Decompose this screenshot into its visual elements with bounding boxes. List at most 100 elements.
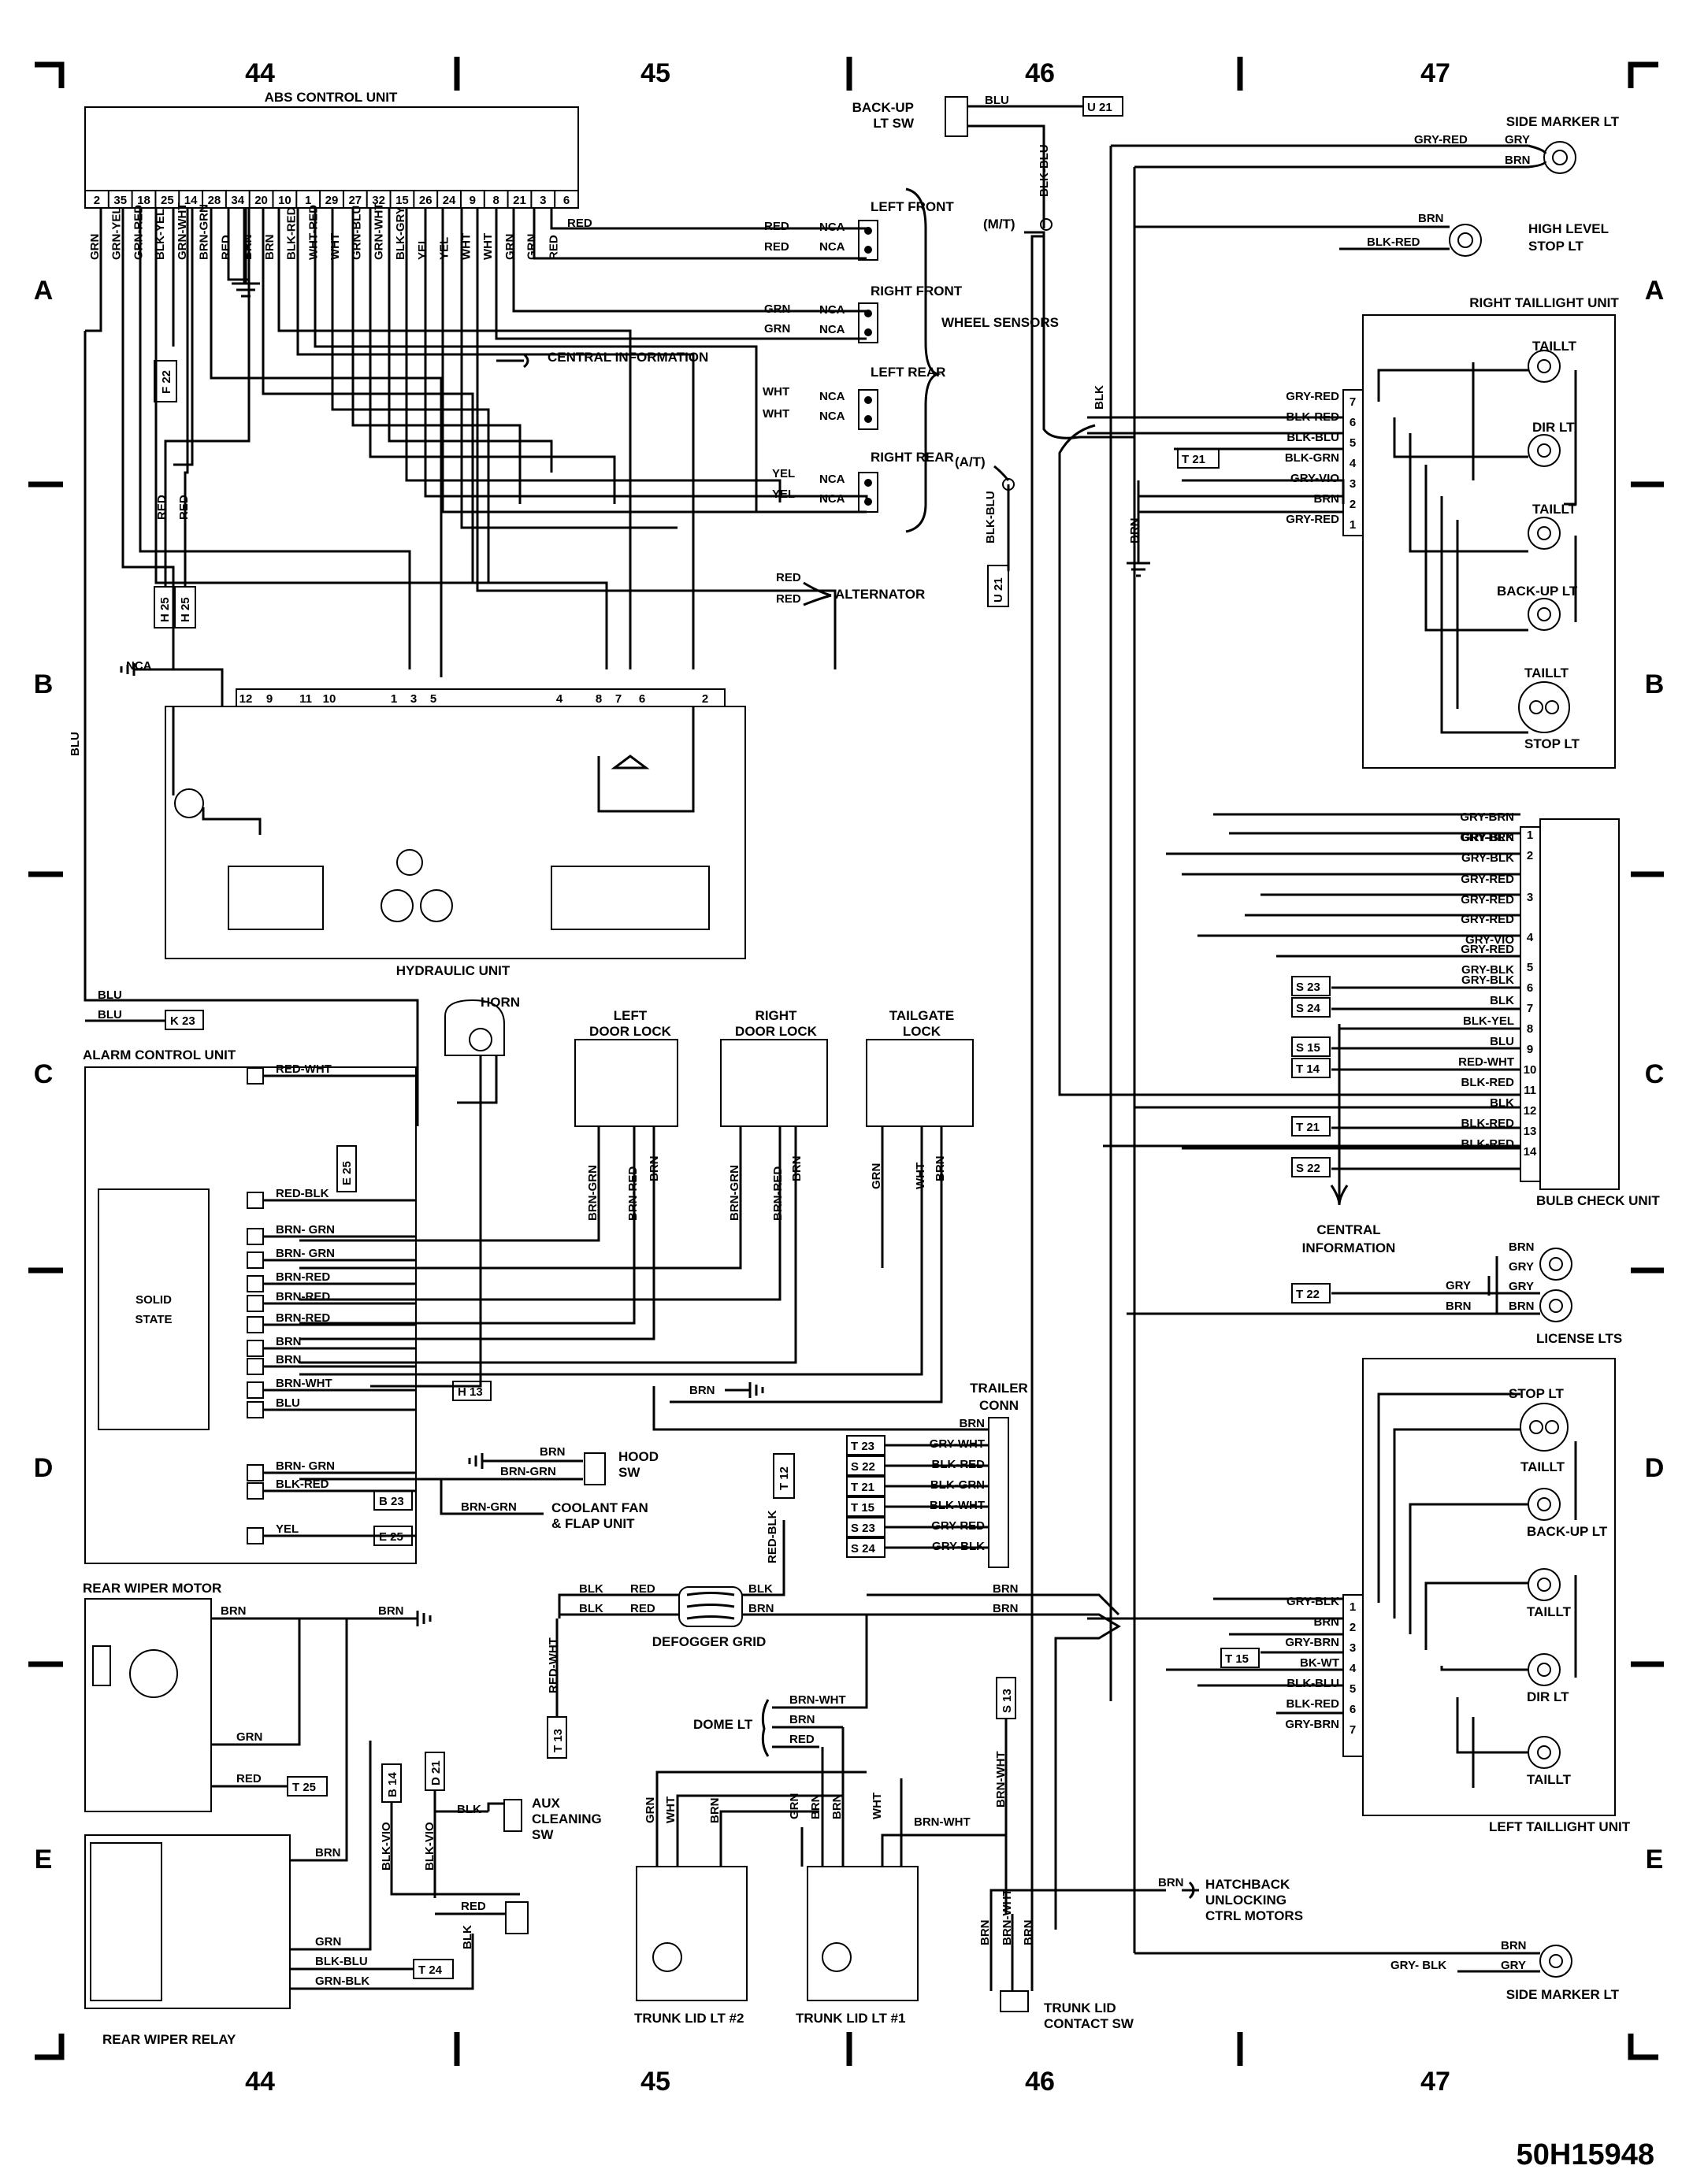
rtl-wire-label: GRY-RED	[1286, 390, 1339, 403]
left-taillight-unit: 1GRY-BLK2BRN3GRY-BRN4BK-WT5BLK-BLU6BLK-R…	[1087, 1358, 1631, 1834]
wire-wht-tl1: WHT	[871, 1793, 884, 1819]
wire-gry-blk-smb: GRY- BLK	[1390, 1959, 1446, 1972]
ref-t12: T 13	[551, 1729, 565, 1752]
hydraulic-pin-label: 7	[615, 692, 622, 706]
wire-brn-tl2: BRN	[708, 1798, 722, 1824]
alarm-control-unit: ALARM CONTROL UNIT SOLID STATE RED-WHTRE…	[83, 1048, 492, 1564]
rtl-pin: 7	[1350, 395, 1356, 409]
rtl-pin: 4	[1350, 457, 1357, 470]
ref-h13: H 13	[458, 1385, 483, 1399]
dome-trunk-lights: DOME LT BRN-WHT BRN RED S 13 BRN-WHT BRN…	[634, 1615, 1303, 2031]
mt-label: (M/T)	[983, 217, 1015, 232]
sensor-pin	[864, 479, 872, 487]
wire-wht-lr1: WHT	[763, 385, 789, 399]
wire-brn-red-rdl: BRN-RED	[771, 1166, 785, 1221]
wire-brn-tgl: BRN	[934, 1156, 947, 1182]
hydraulic-pin-label: 9	[266, 692, 273, 706]
rear-wiper: REAR WIPER MOTOR BRN BRN GRN RED T 25 RE…	[83, 1581, 474, 2047]
nca-label: NCA	[819, 240, 845, 254]
row-label-e: E	[35, 1845, 53, 1874]
ref-t14: T 14	[1296, 1062, 1320, 1076]
alternator-label: ALTERNATOR	[835, 587, 925, 602]
hydraulic-pin-label: 12	[239, 692, 253, 706]
wire-gry-lic3: GRY	[1446, 1279, 1471, 1292]
horn-label: HORN	[481, 995, 520, 1010]
horn: HORN	[370, 995, 520, 1388]
bcu-pin: 1	[1527, 829, 1533, 842]
ref-t25-box	[287, 1776, 328, 1797]
hydraulic-pin-label: 8	[596, 692, 602, 706]
wire-blk-def3: BLK	[748, 1582, 773, 1596]
alarm-wire-label: RED-BLK	[276, 1187, 329, 1200]
alarm-wire-label: BRN	[276, 1353, 302, 1366]
wire-grn-wm: GRN	[236, 1730, 262, 1744]
abs-wire-label: BRN	[263, 235, 277, 261]
wire-yel-rr2: YEL	[772, 488, 795, 501]
wheel-sensors: LEFT FRONT RIGHT FRONT LEFT REAR RIGHT R…	[567, 187, 1059, 533]
side-marker-bottom: BRN GRY- BLK GRY SIDE MARKER LT	[1109, 1481, 1620, 2002]
ltl-wire-label: GRY-BRN	[1285, 1718, 1339, 1731]
abs-pin-label: 2	[94, 194, 100, 207]
hydraulic-pin-label: 4	[556, 692, 563, 706]
abs-wire-label: BLK-GRY	[394, 206, 407, 260]
ltl-wire-label: BLK-BLU	[1286, 1677, 1339, 1690]
nca-label: NCA	[819, 492, 845, 506]
abs-wire-label: RED	[219, 235, 232, 260]
tailgate-lock-2: LOCK	[903, 1024, 941, 1039]
ref-s24-box	[1291, 997, 1331, 1018]
ref-t15-ltl: T 15	[1225, 1652, 1249, 1666]
rtl-pin: 5	[1350, 436, 1356, 450]
wheel-sensor-connector	[858, 389, 878, 430]
sensor-pin	[864, 227, 872, 235]
trailer-ref: T 15	[851, 1501, 874, 1515]
high-level-stop-2: STOP LT	[1528, 239, 1584, 254]
wire-blu-2: BLU	[98, 1008, 122, 1022]
right-door-lock-2: DOOR LOCK	[735, 1024, 818, 1039]
bcu-pin: 4	[1527, 931, 1534, 944]
trunk-lid-lt-2-label: TRUNK LID LT #2	[634, 2011, 744, 2026]
trailer-conn-2: CONN	[979, 1398, 1019, 1413]
wire-red-aux: RED	[461, 1900, 486, 1913]
trailer-ref: T 23	[851, 1440, 874, 1453]
alarm-connector-pin	[247, 1340, 264, 1357]
wire-yel-rr1: YEL	[772, 467, 795, 480]
hydraulic-pin-label: 11	[299, 692, 312, 706]
wire-brn-hatch: BRN	[1158, 1876, 1184, 1889]
ref-f22-box	[154, 360, 177, 402]
ref-u21-b: U 21	[992, 577, 1005, 603]
abs-pin-label: 9	[470, 194, 476, 207]
rear-wiper-relay-title: REAR WIPER RELAY	[102, 2032, 236, 2047]
ref-b23: B 23	[379, 1495, 404, 1508]
ref-s13: S 13	[1001, 1689, 1014, 1713]
bcu-wire-label: BLK-RED	[1461, 1076, 1515, 1089]
rtl-pin: 1	[1350, 518, 1356, 532]
wire-brn-feed1: BRN	[993, 1582, 1019, 1596]
wire-brn-wht-s13: BRN-WHT	[994, 1751, 1008, 1808]
abs-pin-label: 6	[563, 194, 570, 207]
hydraulic-unit-title: HYDRAULIC UNIT	[396, 963, 510, 978]
ref-s22: S 22	[1296, 1162, 1320, 1175]
ref-h13-box	[452, 1381, 492, 1401]
wire-brn-tl1a: BRN	[809, 1794, 822, 1820]
column-label-47: 47	[1420, 58, 1450, 88]
solid-state-1: SOLID	[136, 1293, 172, 1307]
wire-brn-wht-tlc: BRN-WHT	[1001, 1889, 1014, 1945]
ref-f22: F 22	[160, 370, 173, 394]
ref-e25-b: E 25	[379, 1530, 403, 1544]
rtl-stop-lt: STOP LT	[1524, 736, 1580, 751]
hood-switch: HOOD SW BRN BRN-GRN COOLANT FAN & FLAP U…	[299, 1445, 659, 1531]
wheel-sensors-group-label: WHEEL SENSORS	[941, 315, 1059, 330]
wire-wht-lr2: WHT	[763, 407, 789, 421]
abs-wire-label: WHT-RED	[306, 205, 320, 260]
bcu-pin: 12	[1524, 1104, 1537, 1118]
wire-brn-wr: BRN	[315, 1846, 341, 1860]
ref-t24: T 24	[418, 1963, 443, 1977]
sensor-pin	[864, 415, 872, 423]
alarm-wire-label: BLU	[276, 1396, 300, 1410]
rtl-pin: 6	[1350, 416, 1356, 429]
rtl-backup-lt: BACK-UP LT	[1497, 584, 1578, 599]
wire-gry-lic1: GRY	[1509, 1260, 1534, 1274]
hood-sw-1: HOOD	[618, 1449, 659, 1464]
wire-grn-tl2: GRN	[644, 1797, 657, 1823]
